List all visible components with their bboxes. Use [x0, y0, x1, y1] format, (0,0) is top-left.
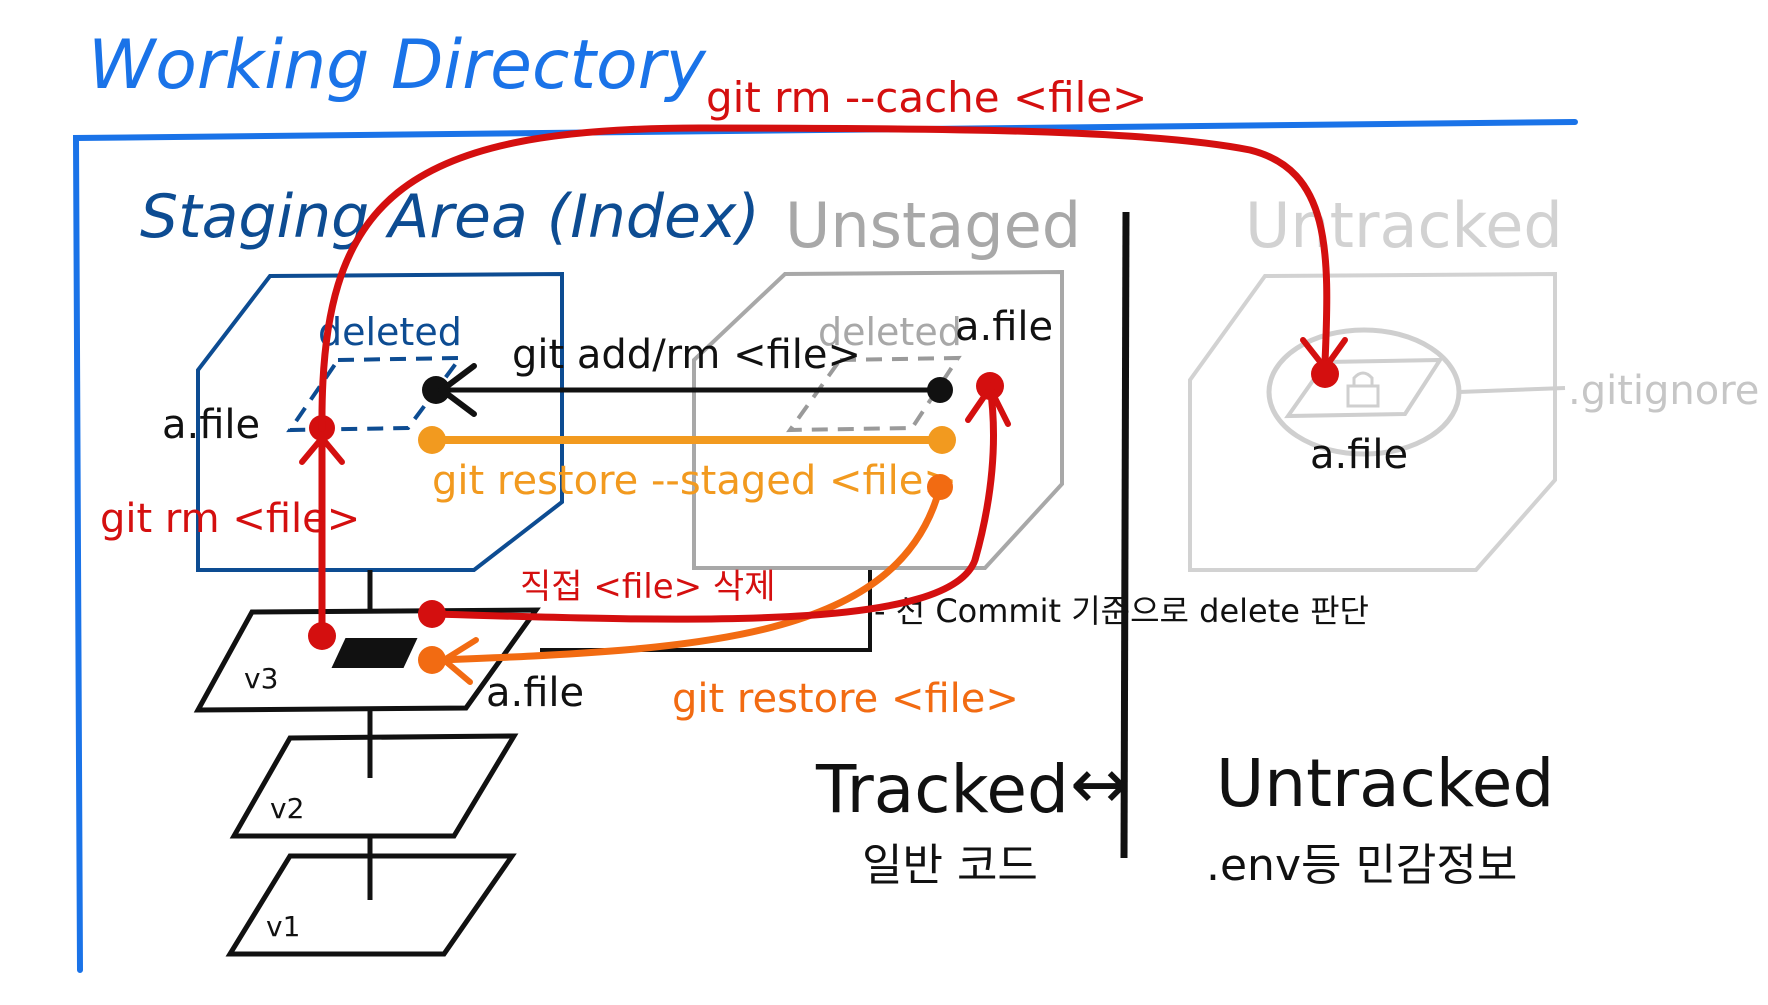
gitignore-label: .gitignore	[1568, 368, 1759, 414]
git-restore-dot-top	[927, 474, 953, 500]
git-restore-dot-bottom	[418, 646, 446, 674]
git-add-rm-dot-end	[422, 376, 450, 404]
git-restore-arrowhead	[438, 637, 479, 685]
commit-v3-file-block	[331, 638, 418, 668]
direct-delete-label: 직접 <file> 삭제	[520, 567, 776, 607]
lock-icon	[1346, 371, 1380, 408]
git-rm-label: git rm <file>	[100, 496, 360, 542]
git-add-rm-dot-start	[927, 377, 953, 403]
git-restore-staged-dot-right	[928, 426, 956, 454]
git-rm-cache-arrowhead	[1300, 337, 1348, 374]
git-restore-curve	[434, 483, 944, 664]
git-rm-cache-dot-end	[1311, 360, 1339, 388]
git-rm-cache-arc	[318, 124, 1331, 432]
a-file-label-unstaged: a.file	[955, 304, 1053, 350]
untracked-box	[1188, 271, 1557, 572]
untracked-file-shape	[1284, 357, 1444, 419]
a-file-label-commit: a.file	[486, 670, 584, 716]
unstaged-heading: Unstaged	[785, 189, 1081, 262]
git-restore-staged-dot-left	[418, 426, 446, 454]
git-restore-label: git restore <file>	[672, 676, 1019, 722]
a-file-label-staging: a.file	[162, 402, 260, 448]
legend-untracked: Untracked	[1216, 745, 1554, 822]
a-file-label-untracked: a.file	[1310, 432, 1408, 478]
working-directory-title: Working Directory	[88, 26, 707, 105]
v2-label: v2	[270, 792, 304, 825]
deleted-file-unstaged	[786, 355, 962, 433]
staging-area-box	[196, 271, 564, 572]
untracked-heading: Untracked	[1245, 189, 1563, 262]
legend-untracked-subtitle: .env등 민감정보	[1206, 840, 1517, 891]
git-rm-dot-bottom	[308, 622, 336, 650]
deleted-file-staging	[286, 355, 465, 433]
deleted-label-unstaged: deleted	[818, 310, 962, 354]
git-rm-arrowhead	[299, 433, 345, 465]
legend-tracked: Tracked	[815, 751, 1069, 828]
staging-area-heading: Staging Area (Index)	[140, 182, 760, 252]
tracked-untracked-divider	[1120, 211, 1130, 859]
git-restore-staged-label: git restore --staged <file>	[432, 458, 957, 504]
commit-v2	[229, 733, 519, 839]
git-add-rm-arrowhead	[437, 363, 477, 417]
direct-delete-curve	[428, 382, 997, 623]
gitignore-connector	[1458, 386, 1566, 394]
v1-label: v1	[266, 910, 300, 943]
legend-tracked-subtitle: 일반 코드	[862, 840, 1038, 891]
v3-label: v3	[244, 662, 278, 695]
direct-delete-dot-start	[418, 600, 446, 628]
deleted-label-staging: deleted	[318, 310, 462, 354]
legend-arrow: ↔	[1070, 743, 1129, 825]
commit-v1	[225, 853, 517, 957]
git-rm-cache-label: git rm --cache <file>	[706, 73, 1147, 122]
direct-delete-arrowhead	[965, 382, 1011, 427]
unstaged-box	[692, 269, 1064, 570]
working-directory-frame	[72, 119, 1578, 973]
git-add-rm-label: git add/rm <file>	[512, 332, 861, 378]
